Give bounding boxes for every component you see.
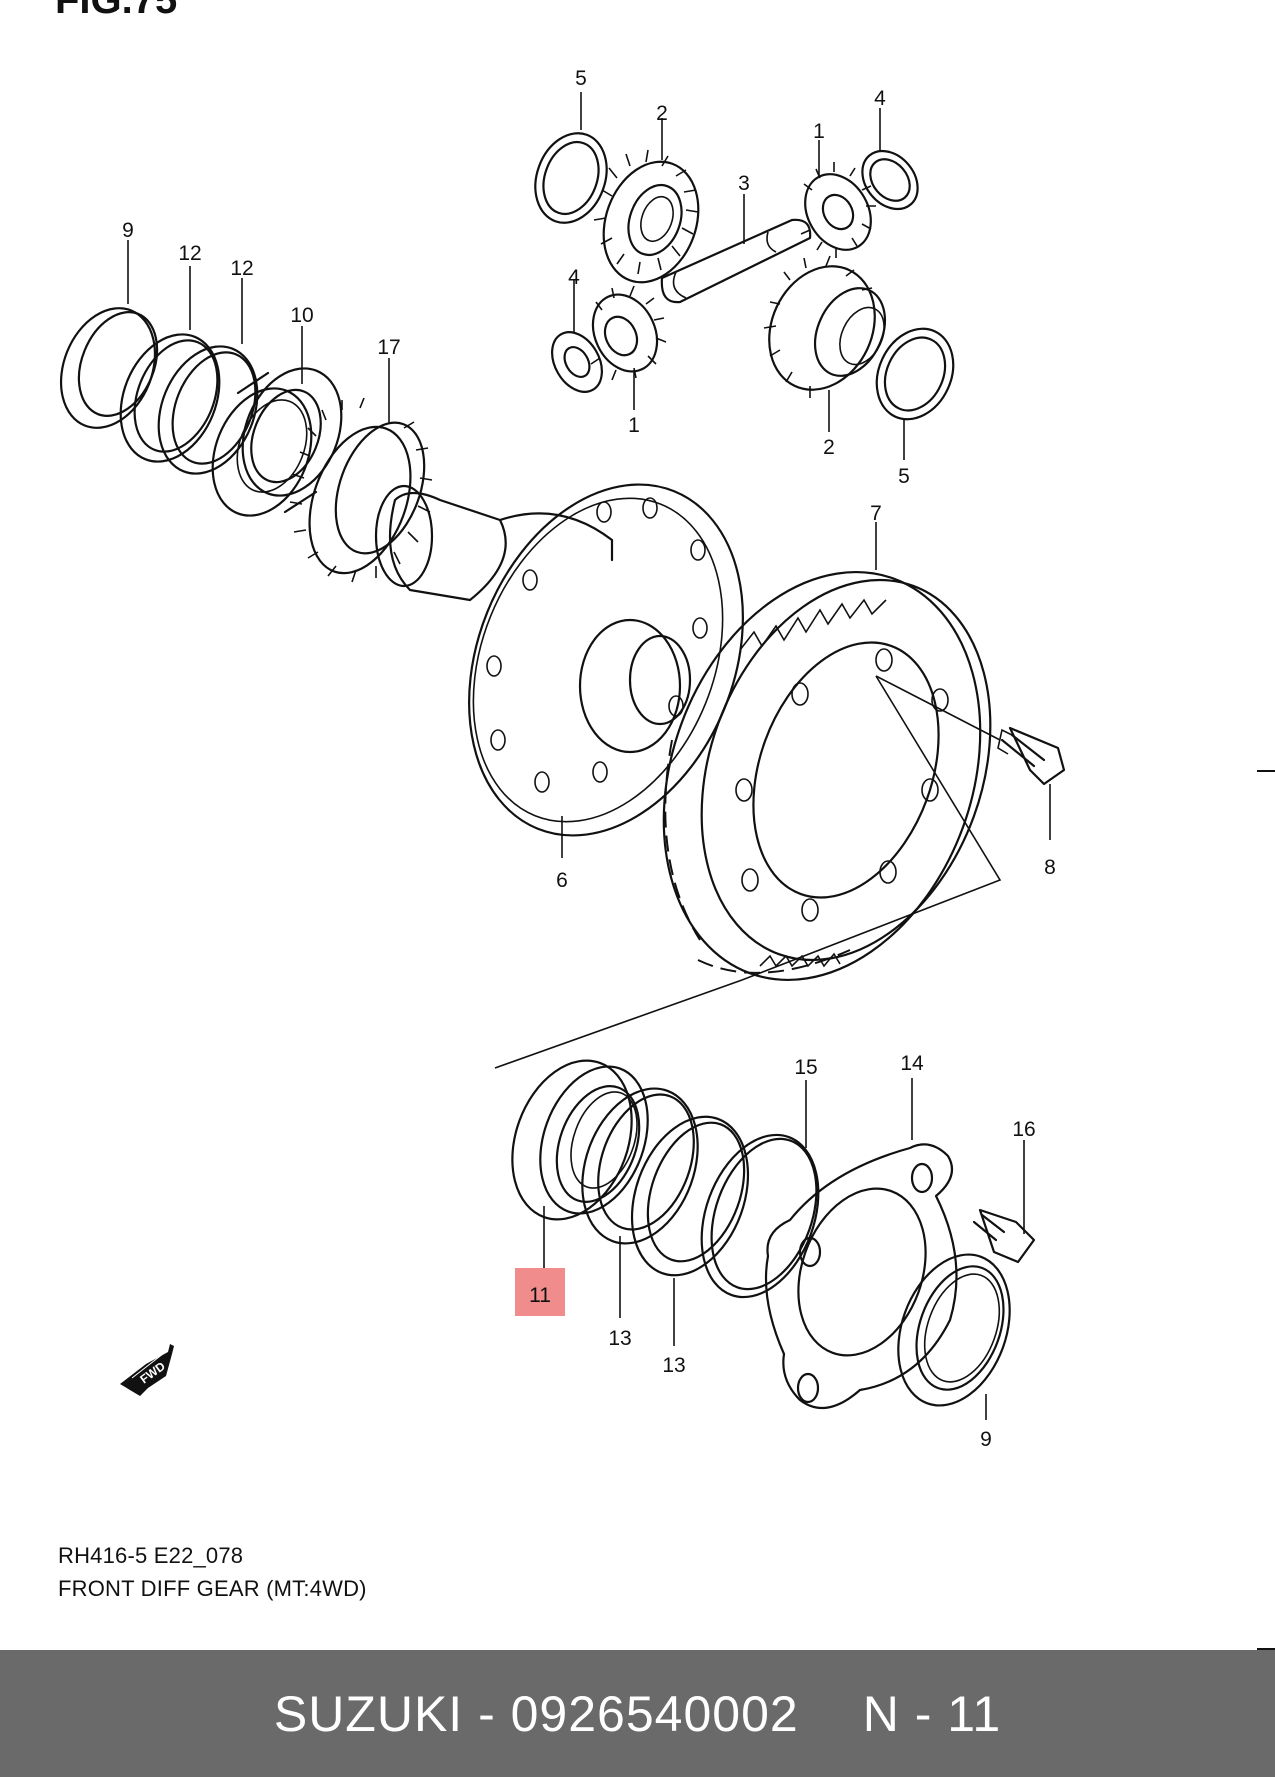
edge-tick: [1257, 1648, 1275, 1650]
washer-5-upper: [534, 132, 608, 224]
pinion-gear-1-lower: [590, 285, 667, 381]
callout-17: 17: [377, 336, 400, 359]
callout-4-upper: 4: [874, 87, 886, 110]
o-ring-15: [700, 1133, 820, 1299]
footer-position: N - 11: [862, 1685, 1002, 1742]
ring-gear-bolt-8: [997, 726, 1066, 786]
shim-12-b: [157, 345, 259, 475]
pinion-shaft-3: [660, 218, 812, 304]
callout-6: 6: [556, 869, 568, 892]
callout-13-b: 13: [662, 1354, 685, 1377]
bearing-11: [511, 1059, 649, 1221]
callout-1-upper: 1: [813, 120, 825, 143]
callout-8: 8: [1044, 856, 1056, 879]
footer-brand-part-number: SUZUKI - 0926540002: [273, 1685, 799, 1742]
callout-1-lower: 1: [628, 414, 640, 437]
shim-13-a: [581, 1087, 699, 1245]
callout-9-left: 9: [122, 219, 134, 242]
side-gear-2-upper: [593, 149, 700, 284]
callout-5-upper: 5: [575, 67, 587, 90]
washer-4-upper: [861, 149, 919, 211]
forward-arrow-icon: FWD: [120, 1344, 174, 1396]
ring-gear-bolt-holes: [735, 648, 949, 922]
shim-12-a: [119, 333, 221, 463]
callout-labels: 5 2 4 1 3 9 12 12 10 17 4 1 2 5 7 6 8 15…: [122, 67, 1056, 1451]
callout-2-lower: 2: [823, 436, 835, 459]
callout-12-b: 12: [230, 257, 253, 280]
callout-11: 11: [529, 1284, 551, 1307]
callout-9-right: 9: [980, 1428, 992, 1451]
figure-number-fragment: FIG.75: [55, 0, 178, 22]
bolt-16: [972, 1208, 1036, 1264]
callout-7: 7: [870, 502, 882, 525]
callout-13-a: 13: [608, 1327, 631, 1350]
callout-5-lower: 5: [898, 465, 910, 488]
oil-seal-9-right: [897, 1253, 1011, 1407]
differential-case-6: [374, 483, 744, 837]
callout-16: 16: [1012, 1118, 1035, 1141]
speedo-gear-17: [289, 397, 433, 583]
washer-4-lower: [551, 331, 603, 393]
oil-seal-9-left: [59, 307, 159, 429]
ring-gear-7: [494, 571, 1002, 1069]
highlight-box: [515, 1268, 565, 1316]
case-bolt-holes: [486, 497, 708, 793]
shim-13-b: [630, 1115, 750, 1277]
exploded-parts-diagram: 5 2 4 1 3 9 12 12 10 17 4 1 2 5 7 6 8 15…: [59, 67, 1066, 1451]
footer-bar: SUZUKI - 0926540002 N - 11: [0, 1650, 1275, 1777]
washer-5-lower: [875, 327, 955, 421]
diagram-title: FRONT DIFF GEAR (MT:4WD): [58, 1576, 367, 1601]
leader-lines: [127, 92, 1051, 1420]
diagram-code: RH416-5 E22_078: [58, 1543, 244, 1568]
edge-tick: [1257, 770, 1275, 772]
callout-3: 3: [738, 172, 750, 195]
callout-2-upper: 2: [656, 102, 668, 125]
callout-15: 15: [794, 1056, 817, 1079]
bearing-10: [211, 367, 343, 517]
bearing-retainer-14: [764, 1143, 958, 1410]
side-gear-2-lower: [763, 255, 887, 398]
callout-4-lower: 4: [568, 266, 580, 289]
callout-14: 14: [900, 1052, 924, 1075]
callout-10: 10: [290, 304, 313, 327]
pinion-gear-1-upper: [800, 162, 876, 258]
callout-12-a: 12: [178, 242, 201, 265]
